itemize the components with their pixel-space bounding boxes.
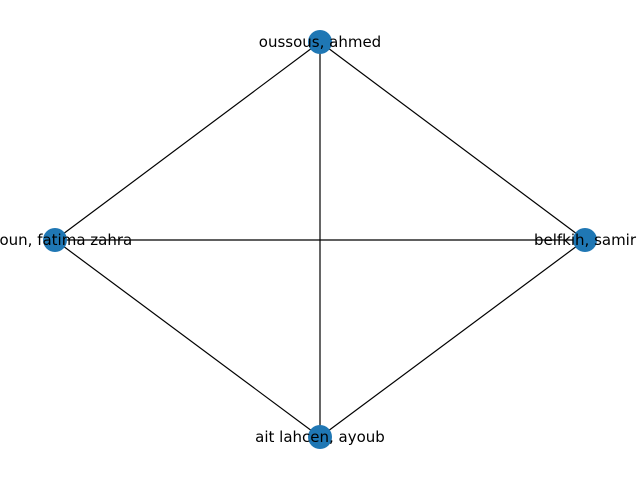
labels-layer: oussous, ahmed belfkih, samir lalloun, fat… bbox=[0, 33, 637, 446]
graph-edge bbox=[319, 41, 586, 241]
node-label: oussous, ahmed bbox=[259, 33, 381, 51]
node-label: ait lahcen, ayoub bbox=[255, 428, 385, 446]
node-label: lalloun, fatima zahra bbox=[0, 231, 132, 249]
graph-node bbox=[573, 228, 597, 252]
graph-node bbox=[43, 228, 67, 252]
graph-node bbox=[308, 30, 332, 54]
graph-node bbox=[308, 425, 332, 449]
node-label: belfkih, samir bbox=[534, 231, 637, 249]
graph-edge bbox=[54, 239, 321, 438]
nodes-layer bbox=[43, 30, 597, 449]
graph-edge bbox=[319, 239, 586, 438]
edges-layer bbox=[54, 41, 586, 438]
graph-edge bbox=[54, 41, 321, 241]
